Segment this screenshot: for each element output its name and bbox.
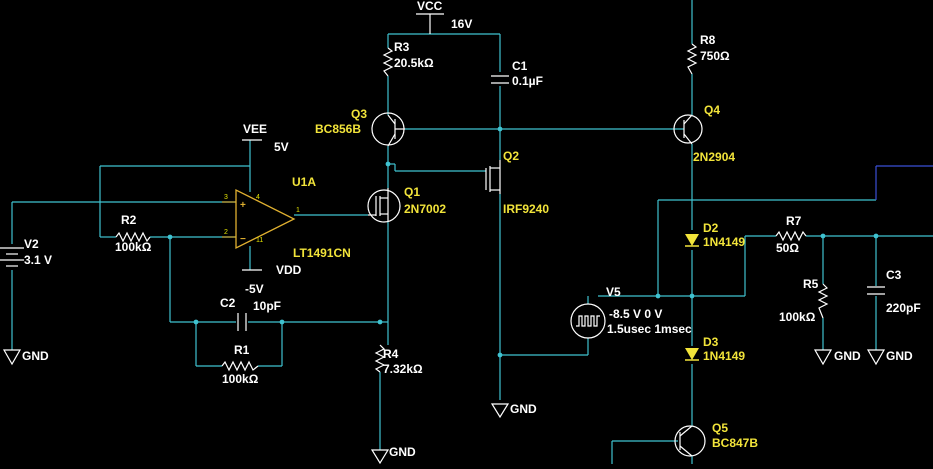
vcc-value: 16V — [451, 17, 472, 31]
q4-refdes: Q4 — [704, 103, 720, 117]
opamp-plus-sign: + — [240, 200, 246, 211]
d3-part: 1N4149 — [703, 349, 745, 363]
capacitor-c3[interactable]: C3 220pF — [867, 268, 921, 315]
r8-refdes: R8 — [700, 33, 716, 47]
r1-value: 100kΩ — [222, 372, 259, 386]
opamp-pin-11: 11 — [256, 237, 263, 244]
source-v5[interactable]: V5 -8.5 V 0 V 1.5usec 1msec — [570, 285, 692, 339]
opamp-pin-1: 1 — [296, 207, 300, 214]
gnd-label-v2: GND — [22, 349, 49, 363]
r1-refdes: R1 — [234, 343, 250, 357]
transistor-q3[interactable]: Q3 BC856B — [315, 107, 405, 147]
ground-v2[interactable]: GND — [2, 349, 49, 366]
resistor-r5[interactable]: R5 100kΩ — [779, 277, 829, 324]
q1-refdes: Q1 — [404, 185, 420, 199]
r3-refdes: R3 — [394, 40, 410, 54]
r4-value: 7.32kΩ — [383, 362, 423, 376]
vcc-rail[interactable]: VCC 16V — [416, 0, 472, 34]
c1-value: 0.1µF — [512, 74, 543, 88]
vdd-rail[interactable]: VDD -5V — [242, 263, 302, 296]
q5-part: BC847B — [712, 436, 758, 450]
r7-value: 50Ω — [776, 241, 799, 255]
c1-refdes: C1 — [512, 59, 528, 73]
q3-refdes: Q3 — [351, 107, 367, 121]
junctions — [167, 126, 879, 358]
q4-part: 2N2904 — [693, 150, 735, 164]
source-v2[interactable]: V2 3.1 V — [0, 237, 52, 267]
capacitor-c1[interactable]: C1 0.1µF — [491, 59, 543, 88]
q1-part: 2N7002 — [404, 202, 446, 216]
ground-r4[interactable]: GND — [370, 445, 416, 465]
vee-value: 5V — [274, 140, 289, 154]
c3-value: 220pF — [886, 301, 921, 315]
v5-refdes: V5 — [606, 285, 621, 299]
resistor-r4[interactable]: R4 7.32kΩ — [374, 344, 423, 376]
vee-rail[interactable]: VEE 5V — [242, 122, 289, 154]
c2-value: 10pF — [253, 299, 281, 313]
opamp-pin-2: 2 — [224, 229, 228, 236]
v2-value: 3.1 V — [24, 253, 52, 267]
c2-refdes: C2 — [220, 296, 236, 310]
transistor-q2[interactable]: Q2 IRF9240 — [485, 149, 549, 216]
resistor-r8[interactable]: R8 750Ω — [686, 33, 730, 75]
q2-refdes: Q2 — [503, 149, 519, 163]
resistor-r1[interactable]: R1 100kΩ — [221, 343, 259, 386]
v5-line1: -8.5 V 0 V — [609, 307, 662, 321]
q2-part: IRF9240 — [503, 202, 549, 216]
diode-d3[interactable]: D3 1N4149 — [685, 335, 745, 363]
diode-d2[interactable]: D2 1N4149 — [685, 221, 745, 249]
gnd-label-c3: GND — [886, 349, 913, 363]
d2-part: 1N4149 — [703, 235, 745, 249]
r5-refdes: R5 — [803, 277, 819, 291]
d3-refdes: D3 — [703, 335, 719, 349]
opamp-pin-3: 3 — [224, 194, 228, 201]
r2-refdes: R2 — [121, 213, 137, 227]
opamp-part: LT1491CN — [293, 246, 351, 260]
ground-r5[interactable]: GND — [813, 349, 861, 366]
resistor-r3[interactable]: R3 20.5kΩ — [382, 40, 434, 77]
vdd-label: VDD — [276, 263, 302, 277]
vee-label: VEE — [243, 122, 267, 136]
r3-value: 20.5kΩ — [394, 56, 434, 70]
r8-value: 750Ω — [700, 49, 730, 63]
r4-refdes: R4 — [383, 347, 399, 361]
ground-q2[interactable]: GND — [490, 402, 537, 419]
r7-refdes: R7 — [786, 214, 802, 228]
opamp-u1a[interactable]: + − 3 2 4 11 1 U1A LT1491CN — [222, 175, 351, 260]
r5-value: 100kΩ — [779, 310, 816, 324]
resistor-r2[interactable]: R2 100kΩ — [115, 213, 152, 254]
transistor-q4[interactable]: Q4 2N2904 — [673, 103, 735, 164]
c3-refdes: C3 — [886, 268, 902, 282]
r2-value: 100kΩ — [115, 240, 152, 254]
q5-refdes: Q5 — [712, 421, 728, 435]
d2-refdes: D2 — [703, 221, 719, 235]
gnd-label-q2: GND — [510, 402, 537, 416]
vcc-label: VCC — [417, 0, 443, 13]
opamp-refdes: U1A — [292, 175, 316, 189]
transistor-q5[interactable]: Q5 BC847B — [674, 421, 758, 457]
ground-c3[interactable]: GND — [866, 349, 913, 366]
gnd-label-r5: GND — [834, 349, 861, 363]
v5-line2: 1.5usec 1msec — [607, 322, 692, 336]
v2-refdes: V2 — [24, 237, 39, 251]
gnd-label-r4: GND — [389, 445, 416, 459]
opamp-pin-4: 4 — [256, 194, 260, 201]
capacitor-c2[interactable]: C2 10pF — [220, 296, 281, 331]
transistor-q1[interactable]: Q1 2N7002 — [367, 185, 446, 223]
wires — [11, 0, 933, 464]
opamp-minus-sign: − — [240, 234, 246, 245]
vdd-value: -5V — [245, 282, 264, 296]
resistor-r7[interactable]: R7 50Ω — [775, 214, 807, 255]
q3-part: BC856B — [315, 122, 361, 136]
